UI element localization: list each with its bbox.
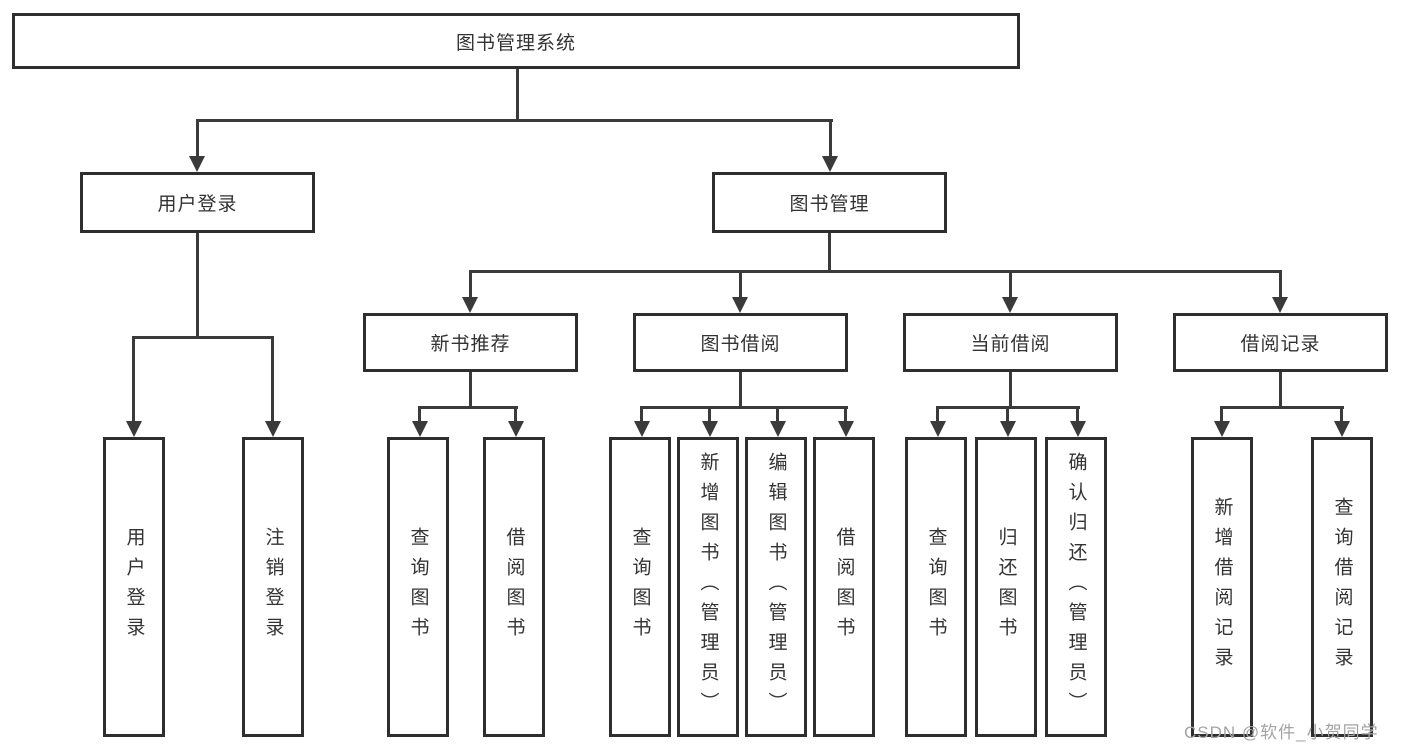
node-user-login: 用户登录 [80, 172, 315, 233]
connector-line [640, 406, 643, 422]
watermark-text: CSDN @软件_小贺同学 [1184, 723, 1379, 742]
connector-line [271, 336, 274, 422]
arrowhead-down-icon [126, 421, 142, 437]
node-book-borrow: 图书借阅 [633, 313, 848, 372]
arrowhead-down-icon [838, 421, 854, 437]
connector-line [1009, 372, 1012, 406]
connector-line [739, 270, 742, 299]
arrowhead-down-icon [634, 421, 650, 437]
node-book-management: 图书管理 [712, 172, 947, 233]
connector-line [196, 233, 199, 336]
arrowhead-down-icon [265, 421, 281, 437]
connector-line [1006, 406, 1009, 422]
connector-line [776, 406, 779, 422]
leaf-label: 借阅图书 [503, 527, 525, 647]
connector-line [418, 406, 421, 422]
connector-line [641, 406, 848, 409]
node-current-borrow-label: 当前借阅 [970, 334, 1051, 355]
leaf-query-book-2: 查询图书 [609, 437, 671, 737]
arrowhead-down-icon [702, 421, 718, 437]
connector-line [828, 233, 831, 270]
leaf-label: 新增借阅记录 [1211, 497, 1233, 677]
node-user-login-label: 用户登录 [157, 194, 238, 215]
connector-line [514, 406, 517, 422]
leaf-label: 归还图书 [995, 527, 1017, 647]
leaf-query-book-3: 查询图书 [905, 437, 967, 737]
node-borrow-records: 借阅记录 [1173, 313, 1388, 372]
arrowhead-down-icon [770, 421, 786, 437]
arrowhead-down-icon [1214, 421, 1230, 437]
leaf-label: 借阅图书 [833, 527, 855, 647]
connector-line [1221, 406, 1344, 409]
connector-line [1340, 406, 1343, 422]
leaf-add-borrow-record: 新增借阅记录 [1191, 437, 1253, 737]
arrowhead-down-icon [1002, 297, 1018, 313]
connector-line [516, 69, 519, 119]
leaf-label: 查询图书 [407, 527, 429, 647]
leaf-label: 编辑图书（管理员） [765, 452, 787, 722]
node-borrow-records-label: 借阅记录 [1240, 334, 1321, 355]
node-root: 图书管理系统 [12, 13, 1020, 69]
leaf-confirm-return-admin: 确认归还（管理员） [1045, 437, 1107, 737]
connector-line [196, 119, 833, 122]
connector-line [1076, 406, 1079, 422]
arrowhead-down-icon [508, 421, 524, 437]
connector-line [829, 119, 832, 157]
node-root-label: 图书管理系统 [455, 32, 576, 54]
node-current-borrow: 当前借阅 [903, 313, 1118, 372]
node-new-book-recommend: 新书推荐 [363, 313, 578, 372]
connector-line [844, 406, 847, 422]
leaf-user-login: 用户登录 [103, 437, 165, 737]
arrowhead-down-icon [412, 421, 428, 437]
leaf-query-borrow-record: 查询借阅记录 [1311, 437, 1373, 737]
connector-line [708, 406, 711, 422]
arrowhead-down-icon [822, 156, 838, 172]
connector-line [1009, 270, 1012, 299]
arrowhead-down-icon [732, 297, 748, 313]
leaf-borrow-book-1: 借阅图书 [483, 437, 545, 737]
connector-line [196, 119, 199, 157]
connector-line [1279, 372, 1282, 406]
connector-line [133, 336, 274, 339]
arrowhead-down-icon [462, 297, 478, 313]
connector-line [739, 372, 742, 406]
arrowhead-down-icon [1070, 421, 1086, 437]
arrowhead-down-icon [1272, 297, 1288, 313]
leaf-return-book: 归还图书 [975, 437, 1037, 737]
leaf-query-book-1: 查询图书 [387, 437, 449, 737]
arrowhead-down-icon [1000, 421, 1016, 437]
connector-line [936, 406, 939, 422]
connector-line [469, 270, 472, 299]
connector-line [469, 372, 472, 406]
leaf-label: 新增图书（管理员） [697, 452, 719, 722]
connector-line [419, 406, 518, 409]
leaf-borrow-book-2: 借阅图书 [813, 437, 875, 737]
leaf-label: 用户登录 [123, 527, 145, 647]
node-book-management-label: 图书管理 [789, 194, 870, 215]
leaf-add-book-admin: 新增图书（管理员） [677, 437, 739, 737]
leaf-logout: 注销登录 [242, 437, 304, 737]
leaf-label: 确认归还（管理员） [1065, 452, 1087, 722]
connector-line [1220, 406, 1223, 422]
arrowhead-down-icon [930, 421, 946, 437]
connector-line [469, 270, 1282, 273]
leaf-edit-book-admin: 编辑图书（管理员） [745, 437, 807, 737]
connector-line [132, 336, 135, 422]
arrowhead-down-icon [189, 156, 205, 172]
node-book-borrow-label: 图书借阅 [700, 334, 781, 355]
leaf-label: 查询图书 [629, 527, 651, 647]
node-new-book-recommend-label: 新书推荐 [430, 334, 511, 355]
leaf-label: 注销登录 [262, 527, 284, 647]
leaf-label: 查询图书 [925, 527, 947, 647]
arrowhead-down-icon [1334, 421, 1350, 437]
leaf-label: 查询借阅记录 [1331, 497, 1353, 677]
connector-line [1279, 270, 1282, 299]
